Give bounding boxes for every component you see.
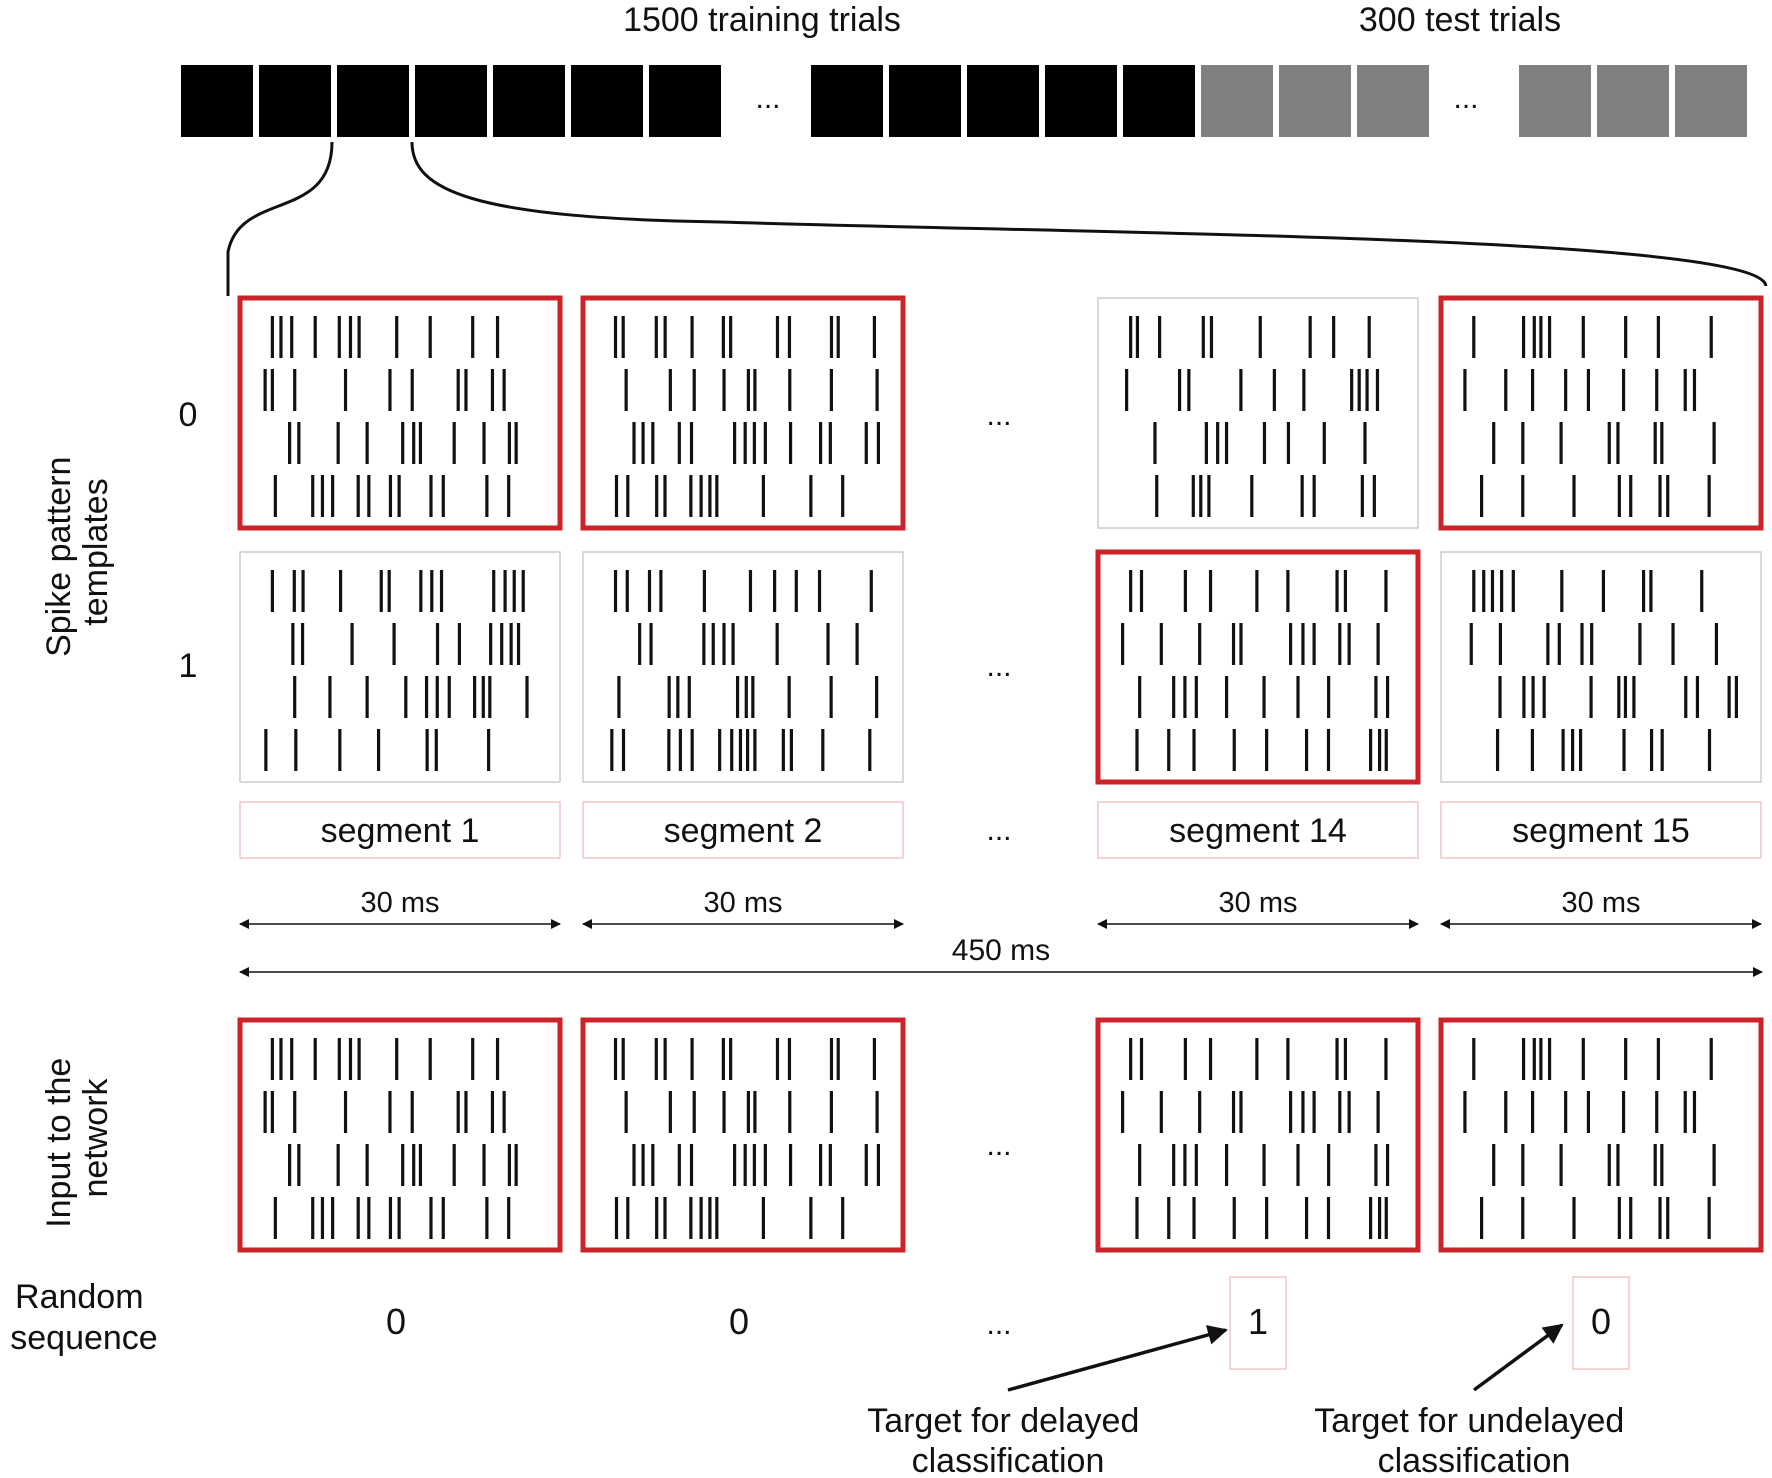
ellipsis-input: ...	[986, 1129, 1011, 1162]
input-panel	[1095, 1017, 1421, 1253]
undelayed-target-label: Target for undelayed classification	[1314, 1402, 1633, 1478]
zoom-connector-right	[410, 141, 1768, 287]
total-duration-label: 450 ms	[952, 934, 1050, 967]
test-trial-block	[1279, 65, 1351, 137]
training-trial-block	[1045, 65, 1117, 137]
template-0-label: 0	[179, 396, 198, 434]
template-0-panel	[1097, 297, 1419, 529]
training-trial-block	[889, 65, 961, 137]
template-0-panel	[237, 295, 563, 531]
test-trial-block	[1519, 65, 1591, 137]
training-trial-block	[649, 65, 721, 137]
pattern-box	[1440, 551, 1762, 783]
training-trial-block	[967, 65, 1039, 137]
delayed-target-arrow	[1007, 1325, 1228, 1392]
target-value-box	[1572, 1276, 1630, 1370]
segment-label-box	[1097, 801, 1419, 859]
test-trial-block	[1201, 65, 1273, 137]
selected-pattern-box	[1438, 295, 1764, 531]
selected-pattern-box	[580, 1017, 906, 1253]
trial-ellipsis-training: ...	[755, 82, 780, 115]
segment-duration-label: 30 ms	[1219, 887, 1298, 919]
ellipsis-random: ...	[986, 1308, 1011, 1341]
training-trials-label: 1500 training trials	[623, 1, 901, 39]
selected-pattern-box	[1438, 1017, 1764, 1253]
segment-label-box	[239, 801, 561, 859]
zoom-connector-left	[226, 141, 334, 296]
test-trial-block	[1675, 65, 1747, 137]
pattern-box	[582, 551, 904, 783]
ellipsis-template-0: ...	[986, 399, 1011, 432]
ellipsis-template-1: ...	[986, 650, 1011, 683]
template-1-panel	[582, 551, 904, 783]
segment-label: segment 2	[664, 812, 823, 850]
template-0-panel	[1438, 295, 1764, 531]
segment-duration-label: 30 ms	[361, 887, 440, 919]
training-trial-block	[811, 65, 883, 137]
training-trial-block	[337, 65, 409, 137]
pattern-box	[1097, 297, 1419, 529]
trial-ellipsis-test: ...	[1453, 82, 1478, 115]
training-trial-block	[571, 65, 643, 137]
input-panel	[580, 1017, 906, 1253]
test-trials-label: 300 test trials	[1359, 1, 1561, 39]
segment-duration-label: 30 ms	[1562, 887, 1641, 919]
input-row-label: Input to the network	[40, 1048, 115, 1228]
random-sequence-value: 0	[1591, 1301, 1611, 1342]
random-sequence-value: 0	[729, 1301, 749, 1342]
input-panel	[237, 1017, 563, 1253]
training-trial-block	[1123, 65, 1195, 137]
training-trial-block	[259, 65, 331, 137]
pattern-box	[239, 551, 561, 783]
segment-label: segment 1	[321, 812, 480, 850]
ellipsis-segment-labels: ...	[986, 814, 1011, 847]
test-trial-block	[1597, 65, 1669, 137]
random-sequence-label: Random sequence	[10, 1278, 157, 1357]
input-panel	[1438, 1017, 1764, 1253]
segment-label-box	[1440, 801, 1762, 859]
template-1-label: 1	[179, 647, 198, 685]
training-trial-block	[181, 65, 253, 137]
segment-label: segment 15	[1512, 812, 1690, 850]
template-1-panel	[1440, 551, 1762, 783]
selected-pattern-box	[1095, 1017, 1421, 1253]
random-sequence-value: 1	[1248, 1301, 1268, 1342]
trial-bar	[181, 65, 1747, 137]
segment-label: segment 14	[1169, 812, 1347, 850]
templates-row-label: Spike pattern templates	[40, 447, 115, 657]
training-trial-block	[415, 65, 487, 137]
undelayed-target-arrow	[1472, 1323, 1564, 1392]
segment-duration-label: 30 ms	[704, 887, 783, 919]
random-sequence-value: 0	[386, 1301, 406, 1342]
selected-pattern-box	[580, 295, 906, 531]
segment-panels: segment 1 30 ms 0 segment 2 30 ms 0 segment 14…	[237, 295, 1764, 1370]
target-value-box	[1229, 1276, 1287, 1370]
segment-label-box	[582, 801, 904, 859]
template-0-panel	[580, 295, 906, 531]
test-trial-block	[1357, 65, 1429, 137]
training-trial-block	[493, 65, 565, 137]
template-1-panel	[1095, 549, 1421, 785]
delayed-target-label: Target for delayed classification	[867, 1402, 1149, 1478]
template-1-panel	[239, 551, 561, 783]
